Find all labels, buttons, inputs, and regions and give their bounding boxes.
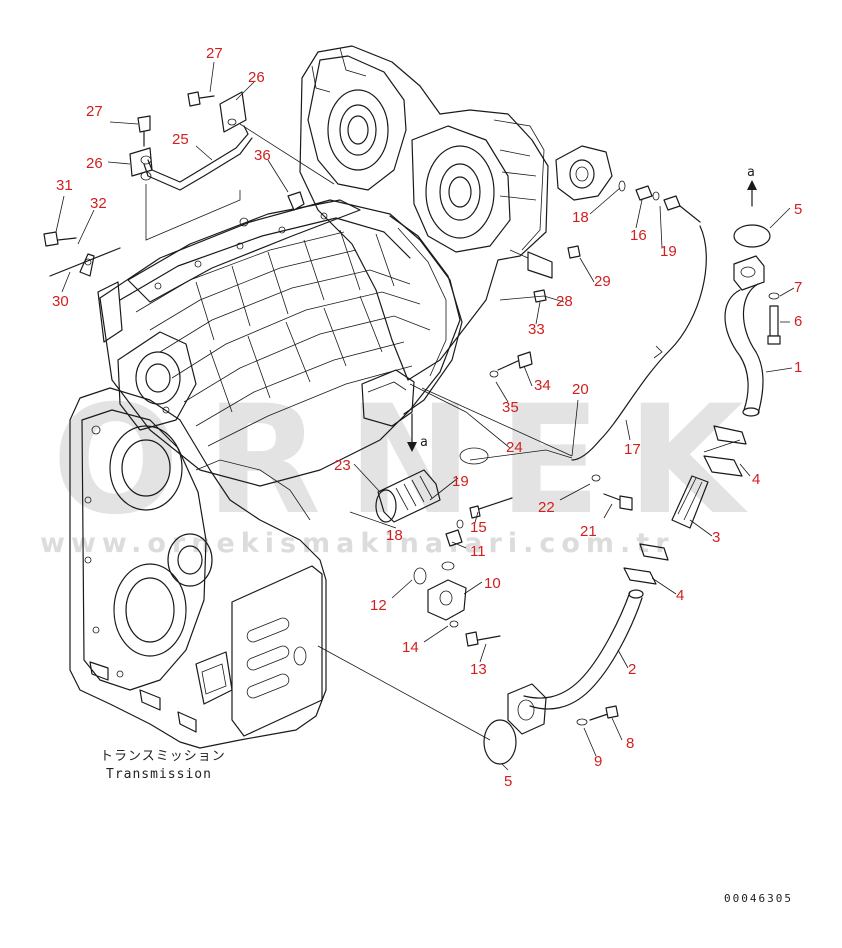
part-label-32[interactable]: 32	[90, 195, 107, 212]
part-label-36[interactable]: 36	[254, 147, 271, 164]
part-label-24[interactable]: 24	[506, 439, 523, 456]
part-label-11[interactable]: 11	[470, 543, 486, 560]
reference-marks: a a	[420, 165, 756, 450]
part-label-25[interactable]: 25	[172, 131, 189, 148]
part-label-19[interactable]: 19	[452, 473, 469, 490]
part-label-13[interactable]: 13	[470, 661, 487, 678]
part-label-22[interactable]: 22	[538, 499, 555, 516]
part-label-17[interactable]: 17	[624, 441, 641, 458]
part-label-30[interactable]: 30	[52, 293, 69, 310]
part-label-5[interactable]: 5	[504, 773, 512, 790]
part-label-7[interactable]: 7	[794, 279, 802, 296]
part-label-26[interactable]: 26	[248, 69, 265, 86]
part-label-4[interactable]: 4	[752, 471, 760, 488]
part-label-10[interactable]: 10	[484, 575, 501, 592]
part-label-14[interactable]: 14	[402, 639, 419, 656]
caption: トランスミッション Transmission 00046305	[100, 749, 793, 905]
part-label-27[interactable]: 27	[86, 103, 103, 120]
part-label-6[interactable]: 6	[794, 313, 802, 330]
lower-front-case	[69, 387, 327, 749]
ref-mark-a-mid: a	[420, 435, 429, 450]
part-label-12[interactable]: 12	[370, 597, 387, 614]
part-label-20[interactable]: 20	[572, 381, 589, 398]
part-label-18[interactable]: 18	[386, 527, 403, 544]
caption-japanese: トランスミッション	[100, 749, 226, 764]
part-label-8[interactable]: 8	[626, 735, 634, 752]
caption-english: Transmission	[106, 767, 212, 782]
part-label-33[interactable]: 33	[528, 321, 545, 338]
watermark-brand: ORNEK	[52, 374, 769, 548]
part-label-27[interactable]: 27	[206, 45, 223, 62]
part-label-21[interactable]: 21	[580, 523, 597, 540]
part-label-1[interactable]: 1	[794, 359, 802, 376]
part-label-4[interactable]: 4	[676, 587, 684, 604]
part-label-35[interactable]: 35	[502, 399, 519, 416]
part-label-19[interactable]: 19	[660, 243, 677, 260]
part-label-3[interactable]: 3	[712, 529, 720, 546]
part-label-31[interactable]: 31	[56, 177, 73, 194]
part-label-23[interactable]: 23	[334, 457, 351, 474]
part-label-2[interactable]: 2	[628, 661, 636, 678]
part-label-34[interactable]: 34	[534, 377, 551, 394]
part-label-16[interactable]: 16	[630, 227, 647, 244]
ref-mark-a-top: a	[747, 165, 756, 180]
leader-lines	[55, 61, 795, 771]
part-label-28[interactable]: 28	[556, 293, 573, 310]
part-label-5[interactable]: 5	[794, 201, 802, 218]
part-label-26[interactable]: 26	[86, 155, 103, 172]
part-label-15[interactable]: 15	[470, 519, 487, 536]
drawing-code: 00046305	[724, 892, 793, 905]
part-label-9[interactable]: 9	[594, 753, 602, 770]
part-labels: 27 26 27 25 36 26 31 32 30 18 16 19 5 29…	[52, 45, 802, 790]
part-label-18[interactable]: 18	[572, 209, 589, 226]
part-label-29[interactable]: 29	[594, 273, 611, 290]
watermark-url: www.ornekismakinalari.com.tr	[40, 528, 675, 559]
transmission-housing	[97, 45, 549, 487]
pipes-and-parts	[43, 91, 781, 765]
